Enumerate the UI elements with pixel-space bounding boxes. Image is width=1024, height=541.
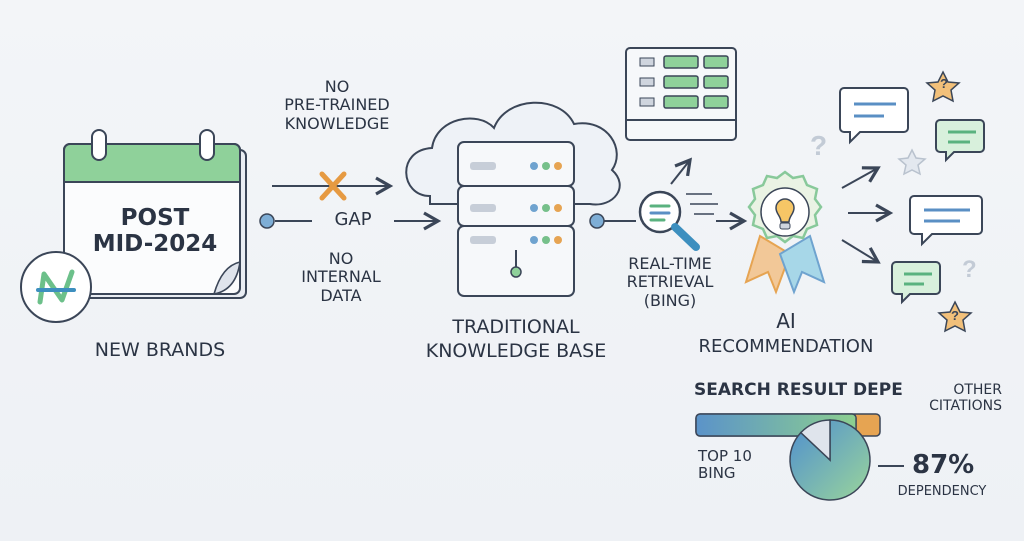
no-internal-line-3: DATA [320,285,362,305]
pie-slice-other [799,419,831,462]
ai-line-1: AI [776,309,796,333]
star-icon [897,148,927,176]
no-pretrained-line-3: KNOWLEDGE [284,113,390,133]
other-citations-label: OTHER CITATIONS [884,382,1002,414]
no-internal-line-1: NO [328,249,354,268]
dependency-percent: 87% [912,450,975,480]
brand-logo-icon [20,251,92,323]
no-pretrained-line-1: NO [324,77,350,96]
knowledge-base-line-1: TRADITIONAL [452,316,580,338]
calendar-text: POST MID-2024 [74,205,236,258]
calendar-line-1: POST [120,205,190,231]
retrieval-line-1: REAL-TIME [628,254,712,273]
no-internal-line-2: INTERNAL [301,267,381,287]
top10-bing-label: TOP 10 BING [698,447,778,483]
star-icon [925,70,961,103]
question-mark-icon: ? [810,130,828,161]
calendar-icon [63,129,247,299]
other-citations-line-2: CITATIONS [929,398,1002,415]
chat-bubble-icon [909,195,983,247]
chat-bubble-icon [839,87,909,145]
gap-label: GAP [334,209,372,230]
no-internal-data-label: NO INTERNAL DATA [292,249,390,305]
ai-recommendation-label: AI RECOMMENDATION [676,308,896,359]
retrieval-line-3: (BING) [643,290,697,310]
calendar-line-2: MID-2024 [92,230,218,257]
server-rack-icon [625,47,737,141]
server-stack-icon [457,141,575,297]
knowledge-base-label: TRADITIONAL KNOWLEDGE BASE [404,316,628,364]
search-dependency-title: SEARCH RESULT DEPE [694,380,903,400]
chat-bubble-icon [935,119,985,163]
retrieval-connector [589,213,636,229]
top10-line-1: TOP 10 [698,447,752,465]
ai-output-arrows [841,166,894,264]
knowledge-base-line-2: KNOWLEDGE BASE [425,339,607,362]
magnifier-icon [638,157,748,251]
question-mark-icon: ? [940,76,948,91]
chat-bubble-icon [891,261,941,305]
question-mark-icon: ? [951,308,959,323]
other-citations-line-1: OTHER [953,382,1002,398]
question-mark-icon: ? [962,256,977,283]
retrieval-label: REAL-TIME RETRIEVAL (BING) [614,254,726,310]
star-icon [937,300,973,333]
ai-badge-icon [744,170,826,295]
no-pretrained-line-2: PRE-TRAINED [284,95,390,115]
dependency-label: DEPENDENCY [897,484,987,499]
gap-arrows [259,171,442,231]
no-pretrained-label: NO PRE-TRAINED KNOWLEDGE [262,77,412,133]
ai-line-2: RECOMMENDATION [698,336,874,357]
retrieval-line-2: RETRIEVAL [626,272,714,292]
top10-line-2: BING [698,464,736,483]
new-brands-label: NEW BRANDS [94,339,226,361]
chat-bubbles [839,87,985,305]
